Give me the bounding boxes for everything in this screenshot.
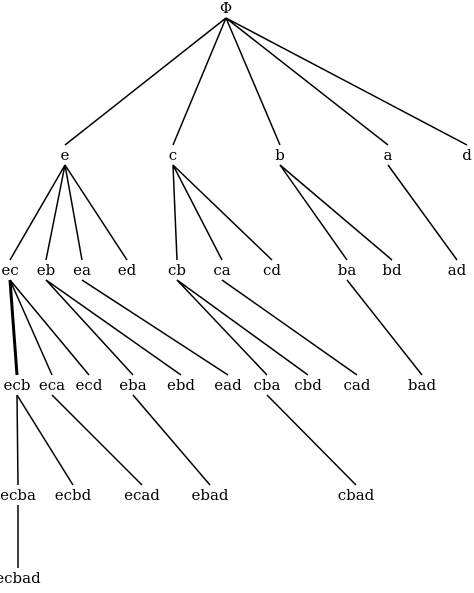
node-ad: ad (447, 261, 467, 279)
node-d: d (462, 146, 472, 164)
node-ed: ed (117, 261, 137, 279)
node-phi: Φ (219, 0, 233, 17)
edge-ecb-ecba (16, 394, 19, 486)
node-ebd: ebd (166, 376, 196, 394)
node-bad: bad (407, 376, 437, 394)
node-ecbd: ecbd (54, 486, 92, 504)
node-eba: eba (119, 376, 147, 394)
edge-eb-ebd (45, 279, 182, 376)
edge-ec-ecd (9, 279, 90, 376)
edge-c-cd (172, 164, 273, 261)
edge-ec-ecb (8, 279, 19, 376)
node-ca: ca (213, 261, 231, 279)
edge-ba-bad (346, 279, 423, 376)
node-c: c (168, 146, 178, 164)
node-bd: bd (382, 261, 402, 279)
node-ba: ba (337, 261, 357, 279)
node-cad: cad (343, 376, 371, 394)
edge-eca-ecad (51, 394, 143, 486)
node-cb: cb (167, 261, 187, 279)
node-e: e (60, 146, 70, 164)
node-ea: ea (73, 261, 91, 279)
edge-e-ec (9, 164, 66, 261)
edge-c-cb (172, 164, 178, 261)
edge-phi-e (64, 17, 227, 146)
edge-cba-cbad (266, 394, 357, 486)
edge-ec-eca (9, 279, 53, 376)
edge-e-ed (64, 164, 128, 261)
node-ebad: ebad (191, 486, 229, 504)
edge-cb-cba (176, 279, 268, 376)
edge-phi-c (172, 17, 227, 146)
edge-b-ba (279, 164, 348, 261)
node-cbad: cbad (337, 486, 375, 504)
edge-a-ad (387, 164, 458, 261)
edge-phi-d (225, 17, 468, 146)
edge-ea-ead (81, 279, 229, 376)
edge-e-ea (64, 164, 83, 261)
node-cd: cd (262, 261, 282, 279)
node-ecad: ecad (124, 486, 160, 504)
node-cbd: cbd (294, 376, 322, 394)
edge-ca-cad (221, 279, 358, 376)
edge-eba-ebad (132, 394, 211, 486)
edge-phi-b (225, 17, 281, 146)
node-ecb: ecb (3, 376, 31, 394)
node-eca: eca (38, 376, 66, 394)
edge-ecb-ecbd (16, 394, 74, 486)
edge-c-ca (172, 164, 223, 261)
node-ec: ec (1, 261, 19, 279)
edge-e-eb (45, 164, 66, 261)
node-eb: eb (36, 261, 56, 279)
node-ead: ead (214, 376, 242, 394)
node-cba: cba (253, 376, 281, 394)
node-b: b (275, 146, 285, 164)
edge-eb-eba (45, 279, 134, 376)
node-a: a (383, 146, 393, 164)
edge-phi-a (225, 17, 389, 146)
edge-b-bd (279, 164, 393, 261)
node-ecd: ecd (75, 376, 103, 394)
edge-cb-cbd (176, 279, 309, 376)
node-ecba: ecba (0, 486, 36, 504)
